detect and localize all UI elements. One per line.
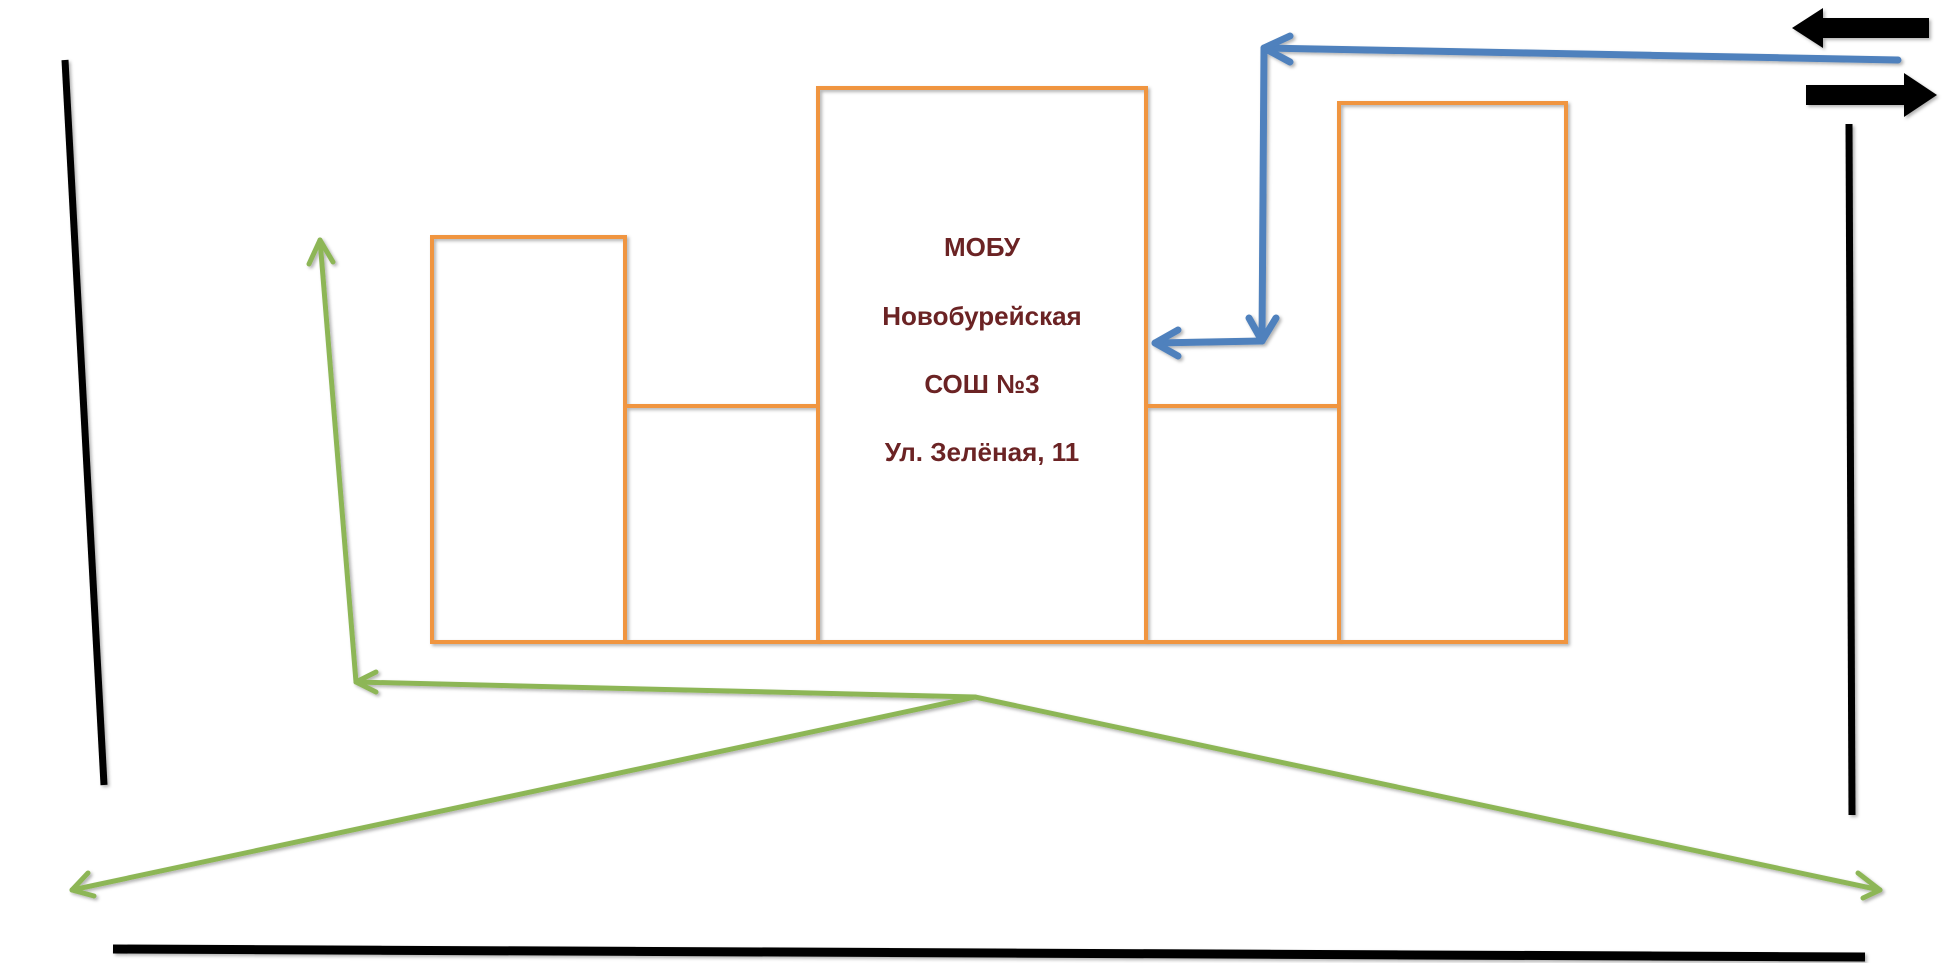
roads (61, 59, 1866, 962)
label-line-org: МОБУ (944, 232, 1021, 262)
building-right-wing (1337, 101, 1568, 644)
road-right (1845, 123, 1856, 816)
green-route-down-left (69, 694, 978, 893)
blue-arrowhead-top (1260, 32, 1294, 66)
arrow-right-icon (1806, 73, 1937, 117)
blue-route (1151, 32, 1902, 360)
green-route-center-left (353, 679, 978, 700)
traffic-direction-arrows (1792, 8, 1937, 117)
school-label: МОБУ Новобурейская СОШ №3 Ул. Зелёная, 1… (882, 232, 1081, 467)
road-bottom (112, 944, 1866, 962)
green-route-left-up (317, 237, 359, 685)
label-line-address: Ул. Зелёная, 11 (885, 437, 1080, 467)
green-arrowhead-bottom-left (69, 870, 97, 899)
green-arrowhead-bottom-right (1855, 870, 1883, 901)
green-route-down-right (972, 694, 1883, 893)
blue-arrowhead-left (1151, 326, 1182, 360)
arrow-left-icon (1792, 8, 1929, 48)
road-left (61, 59, 108, 786)
green-arrowhead-up (306, 237, 336, 267)
blue-route-path (1151, 44, 1902, 347)
label-line-name: Новобурейская (882, 301, 1081, 331)
building-left-connector (623, 404, 820, 644)
building-left-wing (430, 235, 627, 644)
label-line-school: СОШ №3 (924, 369, 1039, 399)
school-buildings (430, 86, 1568, 644)
green-routes (69, 237, 1883, 901)
green-arrowhead-left (353, 669, 379, 695)
building-right-connector (1144, 404, 1341, 644)
blue-arrowhead-down (1245, 314, 1280, 345)
building-main (816, 86, 1148, 644)
